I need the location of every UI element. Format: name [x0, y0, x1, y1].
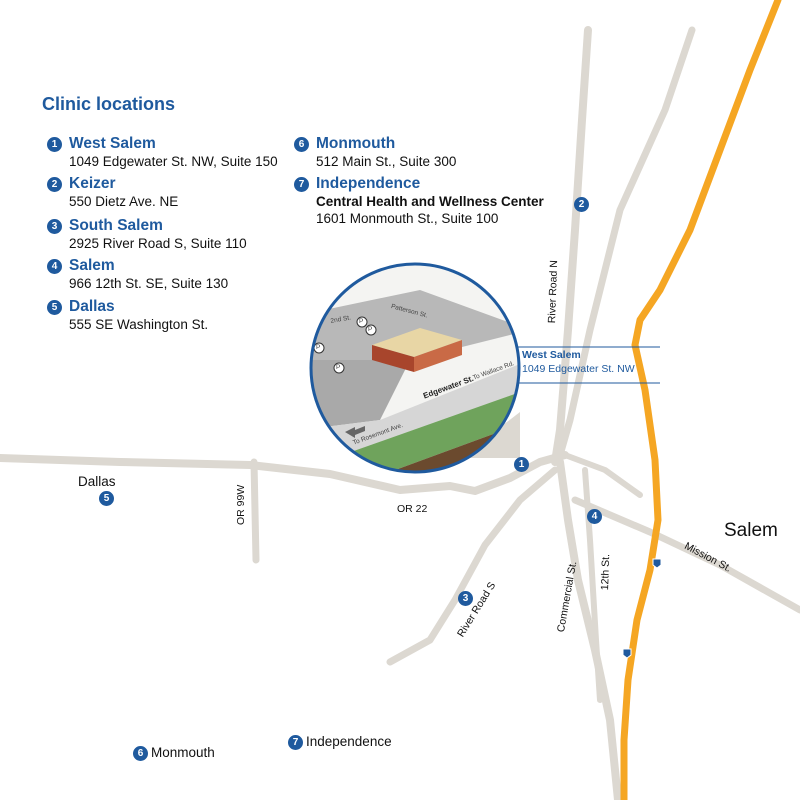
road-label-12th: 12th St.: [599, 553, 613, 591]
inset-building-roof: [372, 328, 462, 357]
callout-name: West Salem: [522, 349, 581, 361]
road-label-river-road-n: River Road N: [546, 260, 561, 324]
inset-building-front: [372, 345, 414, 372]
inset-callout: West Salem 1049 Edgewater St. NW: [522, 349, 635, 375]
inset-grass: [311, 385, 519, 472]
interstate-i5: [620, 0, 782, 800]
inset-parking-sign-2: [365, 324, 377, 336]
city-label-salem: Salem: [724, 520, 778, 541]
inset-parking-lot: [311, 290, 519, 360]
inset-parking-sign-1: [356, 316, 368, 328]
map-marker-salem[interactable]: 4: [587, 509, 602, 524]
arrow-icon: [345, 426, 365, 438]
location-address: 555 SE Washington St.: [69, 317, 209, 332]
location-name: Independence: [316, 175, 421, 192]
inset-p-1: P: [359, 318, 364, 325]
shield-icon: [622, 648, 632, 659]
road-or99w: [250, 458, 260, 564]
city-label-monmouth: Monmouth: [151, 745, 215, 760]
inset-parking-sign-4: [333, 362, 345, 374]
inset-p-4: P: [336, 364, 341, 371]
inset-p-2: P: [368, 326, 373, 333]
location-name: South Salem: [69, 217, 163, 234]
map-marker-independence[interactable]: 7: [288, 735, 303, 750]
inset-p-3: P: [316, 344, 321, 351]
inset-lot-lower: [311, 360, 410, 430]
map-marker-west-salem[interactable]: 1: [514, 457, 529, 472]
location-number-badge: 6: [294, 137, 309, 152]
road-mission: [571, 496, 800, 614]
city-label-independence: Independence: [306, 734, 392, 749]
road-river-road-n: [551, 26, 592, 466]
road-salem-north: [562, 452, 643, 498]
road-keizer-connector: [556, 26, 696, 459]
location-address: 2925 River Road S, Suite 110: [69, 236, 247, 251]
road-commercial: [556, 458, 622, 800]
page-title: Clinic locations: [42, 94, 176, 114]
location-number-badge: 2: [47, 177, 62, 192]
location-address: 1049 Edgewater St. NW, Suite 150: [69, 154, 278, 169]
location-number-badge: 5: [47, 300, 62, 315]
inset-building-side: [414, 340, 462, 372]
location-address: 550 Dietz Ave. NE: [69, 194, 179, 209]
location-name: Keizer: [69, 175, 116, 192]
interstate-shield-2: [622, 648, 632, 659]
interstate-shield-1: [652, 558, 662, 569]
map-marker-dallas[interactable]: 5: [99, 491, 114, 506]
map-marker-keizer[interactable]: 2: [574, 197, 589, 212]
road-label-or22: OR 22: [397, 503, 428, 515]
location-name: West Salem: [69, 135, 156, 152]
callout-address: 1049 Edgewater St. NW: [522, 363, 635, 375]
inset-street-edgewater: [311, 360, 519, 470]
location-number-badge: 7: [294, 177, 309, 192]
location-number-badge: 4: [47, 259, 62, 274]
location-name: Dallas: [69, 298, 115, 315]
road-river-road-s: [386, 466, 559, 666]
location-number-badge: 3: [47, 219, 62, 234]
location-address: 512 Main St., Suite 300: [316, 154, 457, 169]
map-marker-monmouth[interactable]: 6: [133, 746, 148, 761]
map-marker-south-salem[interactable]: 3: [458, 591, 473, 606]
location-center-name: Central Health and Wellness Center: [316, 194, 544, 209]
road-label-or99w: OR 99W: [235, 484, 247, 525]
location-number-badge: 1: [47, 137, 62, 152]
shield-icon: [652, 558, 662, 569]
city-label-dallas: Dallas: [78, 474, 116, 489]
location-address: 1601 Monmouth St., Suite 100: [316, 211, 499, 226]
location-name: Salem: [69, 257, 115, 274]
location-name: Monmouth: [316, 135, 396, 152]
location-address: 966 12th St. SE, Suite 130: [69, 276, 229, 291]
